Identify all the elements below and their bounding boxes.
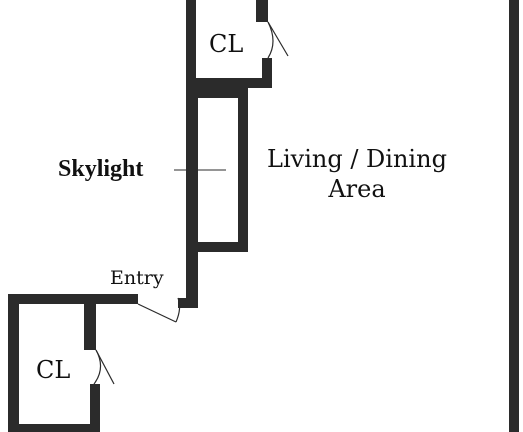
skylight-frame-right <box>238 88 248 252</box>
walls <box>8 0 519 432</box>
label-living-line1: Living / Dining <box>267 145 447 173</box>
wall-corridor-vertical <box>186 78 198 308</box>
wall-bottom-closet-top <box>8 294 138 304</box>
wall-bottom-closet-bottom <box>19 424 100 432</box>
wall-top-closet-stub-lower <box>262 58 272 88</box>
wall-bottom-closet-stub-lower <box>90 384 100 432</box>
door-bottom-closet-arc <box>93 349 102 385</box>
wall-bottom-closet-stub-upper <box>84 304 96 350</box>
doors <box>93 21 289 385</box>
skylight-frame-bottom <box>196 242 248 252</box>
wall-bottom-closet-left <box>8 294 19 432</box>
door-top-closet-arc <box>267 21 274 59</box>
wall-top-closet-stub-upper <box>256 0 268 22</box>
skylight-frame <box>196 88 248 98</box>
wall-top-closet-left <box>186 0 196 88</box>
label-entry: Entry <box>110 267 164 289</box>
label-closet-bottom: CL <box>36 356 70 384</box>
wall-top-closet-bottom <box>186 78 272 88</box>
wall-right-exterior <box>509 0 519 432</box>
label-skylight: Skylight <box>58 156 143 182</box>
label-closet-top: CL <box>209 30 243 58</box>
door-entry-leaf <box>137 303 177 323</box>
door-entry-arc <box>175 297 181 323</box>
wall-entry-jog <box>178 298 198 308</box>
door-top-closet-leaf <box>267 21 289 57</box>
label-living-line2: Area <box>327 175 385 203</box>
